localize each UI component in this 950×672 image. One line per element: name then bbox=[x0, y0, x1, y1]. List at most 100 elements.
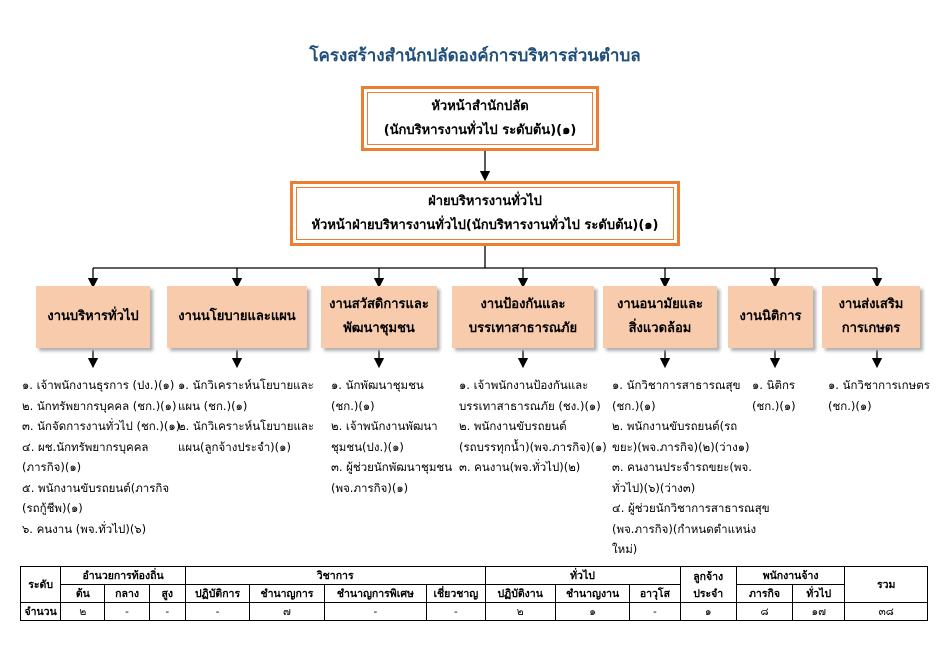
staff-line: แผน (ชก.)(๑) bbox=[178, 398, 248, 413]
row-label: จำนวน bbox=[19, 602, 62, 621]
page-title: โครงสร้างสำนักปลัดองค์การบริหารส่วนตำบล bbox=[309, 46, 641, 66]
staff-line: ๓. นักจัดการงานทั่วไป (ชก.)(๑) bbox=[22, 419, 181, 433]
staff-line: ๒. นักทรัพยากรบุคคล (ชก.)(๑) bbox=[22, 398, 177, 413]
general-admin-box: ฝ่ายบริหารงานทั่วไป หัวหน้าฝ่ายบริหารงาน… bbox=[290, 181, 680, 246]
col-header: ทั่วไป bbox=[792, 584, 846, 603]
unit-name: งานส่งเสริม bbox=[838, 297, 904, 312]
header-employees: พนักงานจ้าง bbox=[735, 566, 846, 585]
unit-name: สิ่งแวดล้อม bbox=[628, 321, 692, 336]
staff-line: (พจ.ภารกิจ)(กำหนดตำแหน่ง bbox=[612, 521, 757, 536]
col-header: ชำนาญการ bbox=[249, 584, 325, 603]
staff-line: ๒. เจ้าพนักงานพัฒนา bbox=[331, 419, 438, 433]
staff-line: (ชก.)(๑) bbox=[331, 398, 375, 413]
staff-line: (ชก.)(๑) bbox=[612, 398, 656, 413]
staff-line: ขยะ)(พจ.ภารกิจ)(๒)(ว่าง๑) bbox=[612, 439, 750, 454]
header-permanent-line-1: ลูกจ้าง bbox=[693, 570, 724, 583]
staff-line: (ภารกิจ)(๑) bbox=[22, 460, 82, 474]
unit-box-1: งานบริหารทั่วไป bbox=[36, 286, 150, 348]
staff-line: ๓. คนงานประจำรถขยะ(พจ. bbox=[612, 460, 752, 474]
col-header: กลาง bbox=[104, 584, 150, 603]
header-permanent-line-2: ประจำ bbox=[693, 587, 724, 600]
col-header: ภารกิจ bbox=[735, 584, 794, 603]
staff-list-3: ๑. นักพัฒนาชุมชน (ชก.)(๑) ๒. เจ้าพนักงาน… bbox=[331, 375, 452, 498]
table-cell: ๘ bbox=[735, 602, 794, 621]
unit-name: พัฒนาชุมชน bbox=[343, 321, 415, 336]
table-cell: - bbox=[104, 602, 150, 621]
staff-list-2: ๑. นักวิเคราะห์นโยบายและ แผน (ชก.)(๑) ๒.… bbox=[178, 375, 314, 457]
staff-list-1: ๑. เจ้าพนักงานธุรการ (ปง.)(๑) ๒. นักทรัพ… bbox=[22, 375, 180, 539]
table-cell: ๑ bbox=[679, 602, 737, 621]
unit-box-7: งานส่งเสริม การเกษตร bbox=[822, 286, 920, 348]
table-cell: ๑ bbox=[554, 602, 631, 621]
table-cell: - bbox=[148, 602, 186, 621]
general-admin-title: ฝ่ายบริหารงานทั่วไป bbox=[428, 193, 542, 209]
staff-line: (รถกู้ชีพ)(๑) bbox=[22, 501, 83, 515]
table-cell: - bbox=[629, 602, 681, 621]
header-level: ระดับ bbox=[19, 566, 62, 603]
unit-box-2: งานนโยบายและแผน bbox=[167, 286, 307, 348]
table-cell: ๒ bbox=[484, 602, 556, 621]
unit-box-4: งานป้องกันและ บรรเทาสาธารณภัย bbox=[452, 286, 594, 348]
col-header: เชี่ยวชาญ bbox=[426, 584, 486, 603]
unit-name: งานนโยบายและแผน bbox=[178, 309, 296, 324]
table-cell: - bbox=[323, 602, 428, 621]
table-cell: - bbox=[426, 602, 486, 621]
staff-line: ๑. นักวิชาการสาธารณสุข bbox=[612, 378, 741, 392]
unit-name: การเกษตร bbox=[841, 321, 901, 336]
staff-line: ชุมชน(ปง.)(๑) bbox=[331, 439, 404, 454]
staff-line: บรรเทาสาธารณภัย (ชง.)(๑) bbox=[459, 398, 601, 413]
staff-line: ๒. พนักงานขับรถยนต์(รถ bbox=[612, 419, 738, 433]
staff-line: ๕. พนักงานขับรถยนต์(ภารกิจ bbox=[22, 480, 170, 495]
staff-line: ทั่วไป)(๖)(ว่าง๓) bbox=[612, 480, 696, 495]
table-cell: ๓๘ bbox=[844, 602, 928, 621]
staff-line: ๑. นักวิเคราะห์นโยบายและ bbox=[178, 378, 314, 392]
unit-name: งานบริหารทั่วไป bbox=[47, 309, 139, 324]
staff-line: ๑. เจ้าพนักงานธุรการ (ปง.)(๑) bbox=[22, 378, 175, 392]
col-header: ปฏิบัติการ bbox=[184, 584, 251, 603]
unit-name: งานป้องกันและ bbox=[480, 297, 566, 312]
header-permanent: ลูกจ้าง ประจำ bbox=[679, 566, 737, 603]
staff-line: ๑. นิติกร bbox=[752, 378, 796, 392]
staff-list-5: ๑. นักวิชาการสาธารณสุข (ชก.)(๑) ๒. พนักง… bbox=[612, 375, 770, 560]
header-total: รวม bbox=[844, 566, 928, 603]
col-header: ชำนาญการพิเศษ bbox=[323, 584, 428, 603]
head-office-position: (นักบริหารงานทั่วไป ระดับต้น)(๑) bbox=[383, 122, 577, 138]
col-header: ต้น bbox=[60, 584, 106, 603]
unit-name: งานนิติการ bbox=[739, 309, 802, 324]
staff-line: (พจ.ภารกิจ)(๑) bbox=[331, 480, 409, 495]
col-header: อาวุโส bbox=[629, 584, 681, 603]
staff-line: (รถบรรทุกน้ำ)(พจ.ภารกิจ)(๑) bbox=[459, 439, 607, 454]
staff-line: ๒. พนักงานขับรถยนต์ bbox=[459, 419, 567, 433]
unit-box-3: งานสวัสดิการและ พัฒนาชุมชน bbox=[321, 286, 437, 348]
staff-line: ใหม่) bbox=[612, 542, 638, 556]
staff-line: ๔. ผช.นักทรัพยากรบุคคล bbox=[22, 439, 149, 454]
table-cell: ๒ bbox=[60, 602, 106, 621]
table-cell: ๑๗ bbox=[792, 602, 846, 621]
unit-box-6: งานนิติการ bbox=[728, 286, 813, 348]
table-cell: ๗ bbox=[249, 602, 325, 621]
head-office-title: หัวหน้าสำนักปลัด bbox=[431, 98, 529, 114]
staff-line: (ชก.)(๑) bbox=[828, 398, 872, 413]
col-header: ชำนาญงาน bbox=[554, 584, 631, 603]
unit-name: งานอนามัยและ bbox=[616, 297, 704, 312]
unit-name: บรรเทาสาธารณภัย bbox=[468, 321, 578, 336]
staff-line: ๔. ผู้ช่วยนักวิชาการสาธารณสุข bbox=[612, 501, 770, 515]
table-cell: - bbox=[184, 602, 251, 621]
staff-line: ๖. คนงาน (พจ.ทั่วไป)(๖) bbox=[22, 521, 147, 536]
staff-line: ๓. ผู้ช่วยนักพัฒนาชุมชน bbox=[331, 460, 453, 474]
head-office-box: หัวหน้าสำนักปลัด (นักบริหารงานทั่วไป ระด… bbox=[361, 86, 599, 151]
header-general: ทั่วไป bbox=[484, 566, 681, 585]
staff-line: ๑. นักพัฒนาชุมชน bbox=[331, 378, 424, 392]
col-header: ปฏิบัติงาน bbox=[484, 584, 556, 603]
staff-line: ๑. เจ้าพนักงานป้องกันและ bbox=[459, 378, 589, 392]
staff-list-7: ๑. นักวิชาการเกษตร (ชก.)(๑) bbox=[828, 375, 930, 416]
header-academic: วิชาการ bbox=[184, 566, 486, 585]
unit-box-5: งานอนามัยและ สิ่งแวดล้อม bbox=[603, 286, 717, 348]
staff-line: ๓. คนงาน(พจ.ทั่วไป)(๒) bbox=[459, 460, 581, 474]
staff-line: (ชก.)(๑) bbox=[752, 398, 796, 413]
staff-summary-table: ระดับ อำนวยการท้องถิ่น วิชาการ ทั่วไป ลู… bbox=[19, 566, 928, 621]
staff-list-6: ๑. นิติกร (ชก.)(๑) bbox=[752, 375, 796, 416]
staff-line: แผน(ลูกจ้างประจำ)(๑) bbox=[178, 439, 291, 454]
general-admin-position: หัวหน้าฝ่ายบริหารงานทั่วไป(นักบริหารงานท… bbox=[311, 217, 659, 233]
